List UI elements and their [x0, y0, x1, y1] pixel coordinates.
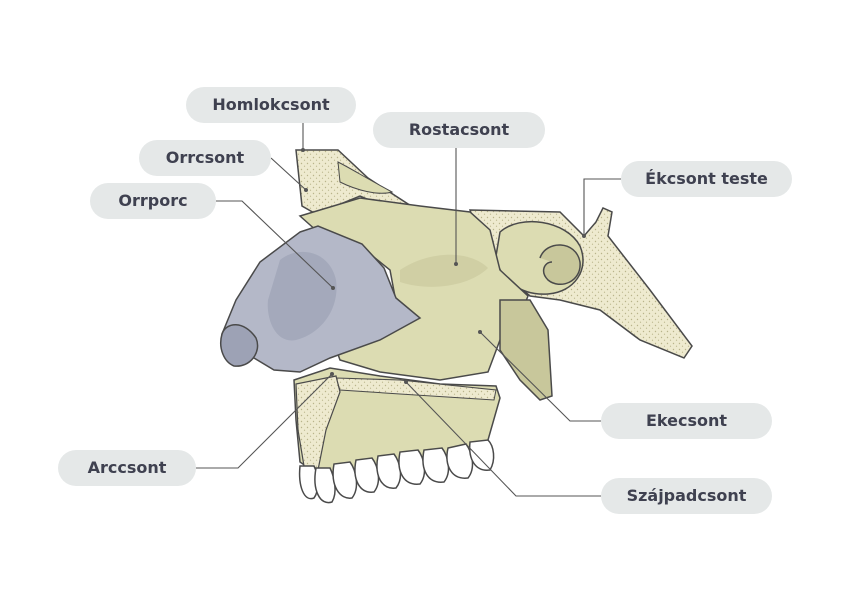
label-ekecsont: Ekecsont: [601, 403, 772, 439]
sella-curl-shape: [540, 245, 580, 284]
label-szajpadcsont: Szájpadcsont: [601, 478, 772, 514]
label-homlokcsont: Homlokcsont: [186, 87, 356, 123]
label-orrcsont: Orrcsont: [139, 140, 271, 176]
label-rostacsont: Rostacsont: [373, 112, 545, 148]
label-arccsont: Arccsont: [58, 450, 196, 486]
label-orrporc: Orrporc: [90, 183, 216, 219]
label-ekcsont-teste: Ékcsont teste: [621, 161, 792, 197]
vomer-shape: [500, 300, 552, 400]
